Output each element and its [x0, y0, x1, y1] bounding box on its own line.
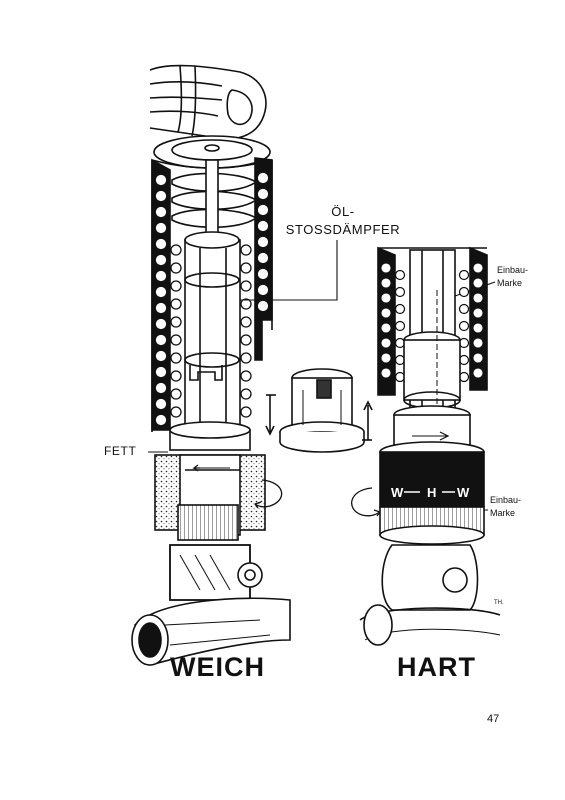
- mounting-mark-top-line2: Marke: [497, 278, 523, 288]
- oil-label-line1: ÖL-: [331, 204, 355, 219]
- right-shock-unit: [351, 246, 501, 646]
- mounting-mark-label-bottom: Einbau- Marke: [490, 494, 521, 520]
- page-number: 47: [487, 713, 500, 725]
- soft-setting-caption: WEICH: [170, 652, 265, 682]
- spring-coils-inner: [170, 244, 252, 418]
- mounting-mark-bottom-line1: Einbau-: [490, 495, 522, 505]
- hand-finger: [149, 64, 267, 140]
- oil-shock-absorber-label: ÖL- STOSSDÄMPFER: [283, 203, 403, 239]
- adjustment-collar: [265, 368, 373, 453]
- oil-label-line2: STOSSDÄMPFER: [285, 222, 401, 237]
- mounting-mark-label-top: Einbau- Marke: [497, 264, 528, 290]
- mounting-mark-bottom-line2: Marke: [490, 508, 516, 518]
- artist-mark: TH.: [494, 600, 504, 606]
- hard-setting-caption: HART: [397, 652, 476, 682]
- spring-coils-left: [155, 172, 269, 426]
- setting-w-right: W: [457, 485, 470, 500]
- setting-h: H: [427, 485, 437, 500]
- mounting-mark-top-line1: Einbau-: [497, 265, 529, 275]
- setting-w-left: W: [391, 485, 404, 500]
- grease-label: FETT: [104, 444, 137, 458]
- top-spring: [171, 172, 258, 229]
- left-shock-unit: [131, 64, 291, 666]
